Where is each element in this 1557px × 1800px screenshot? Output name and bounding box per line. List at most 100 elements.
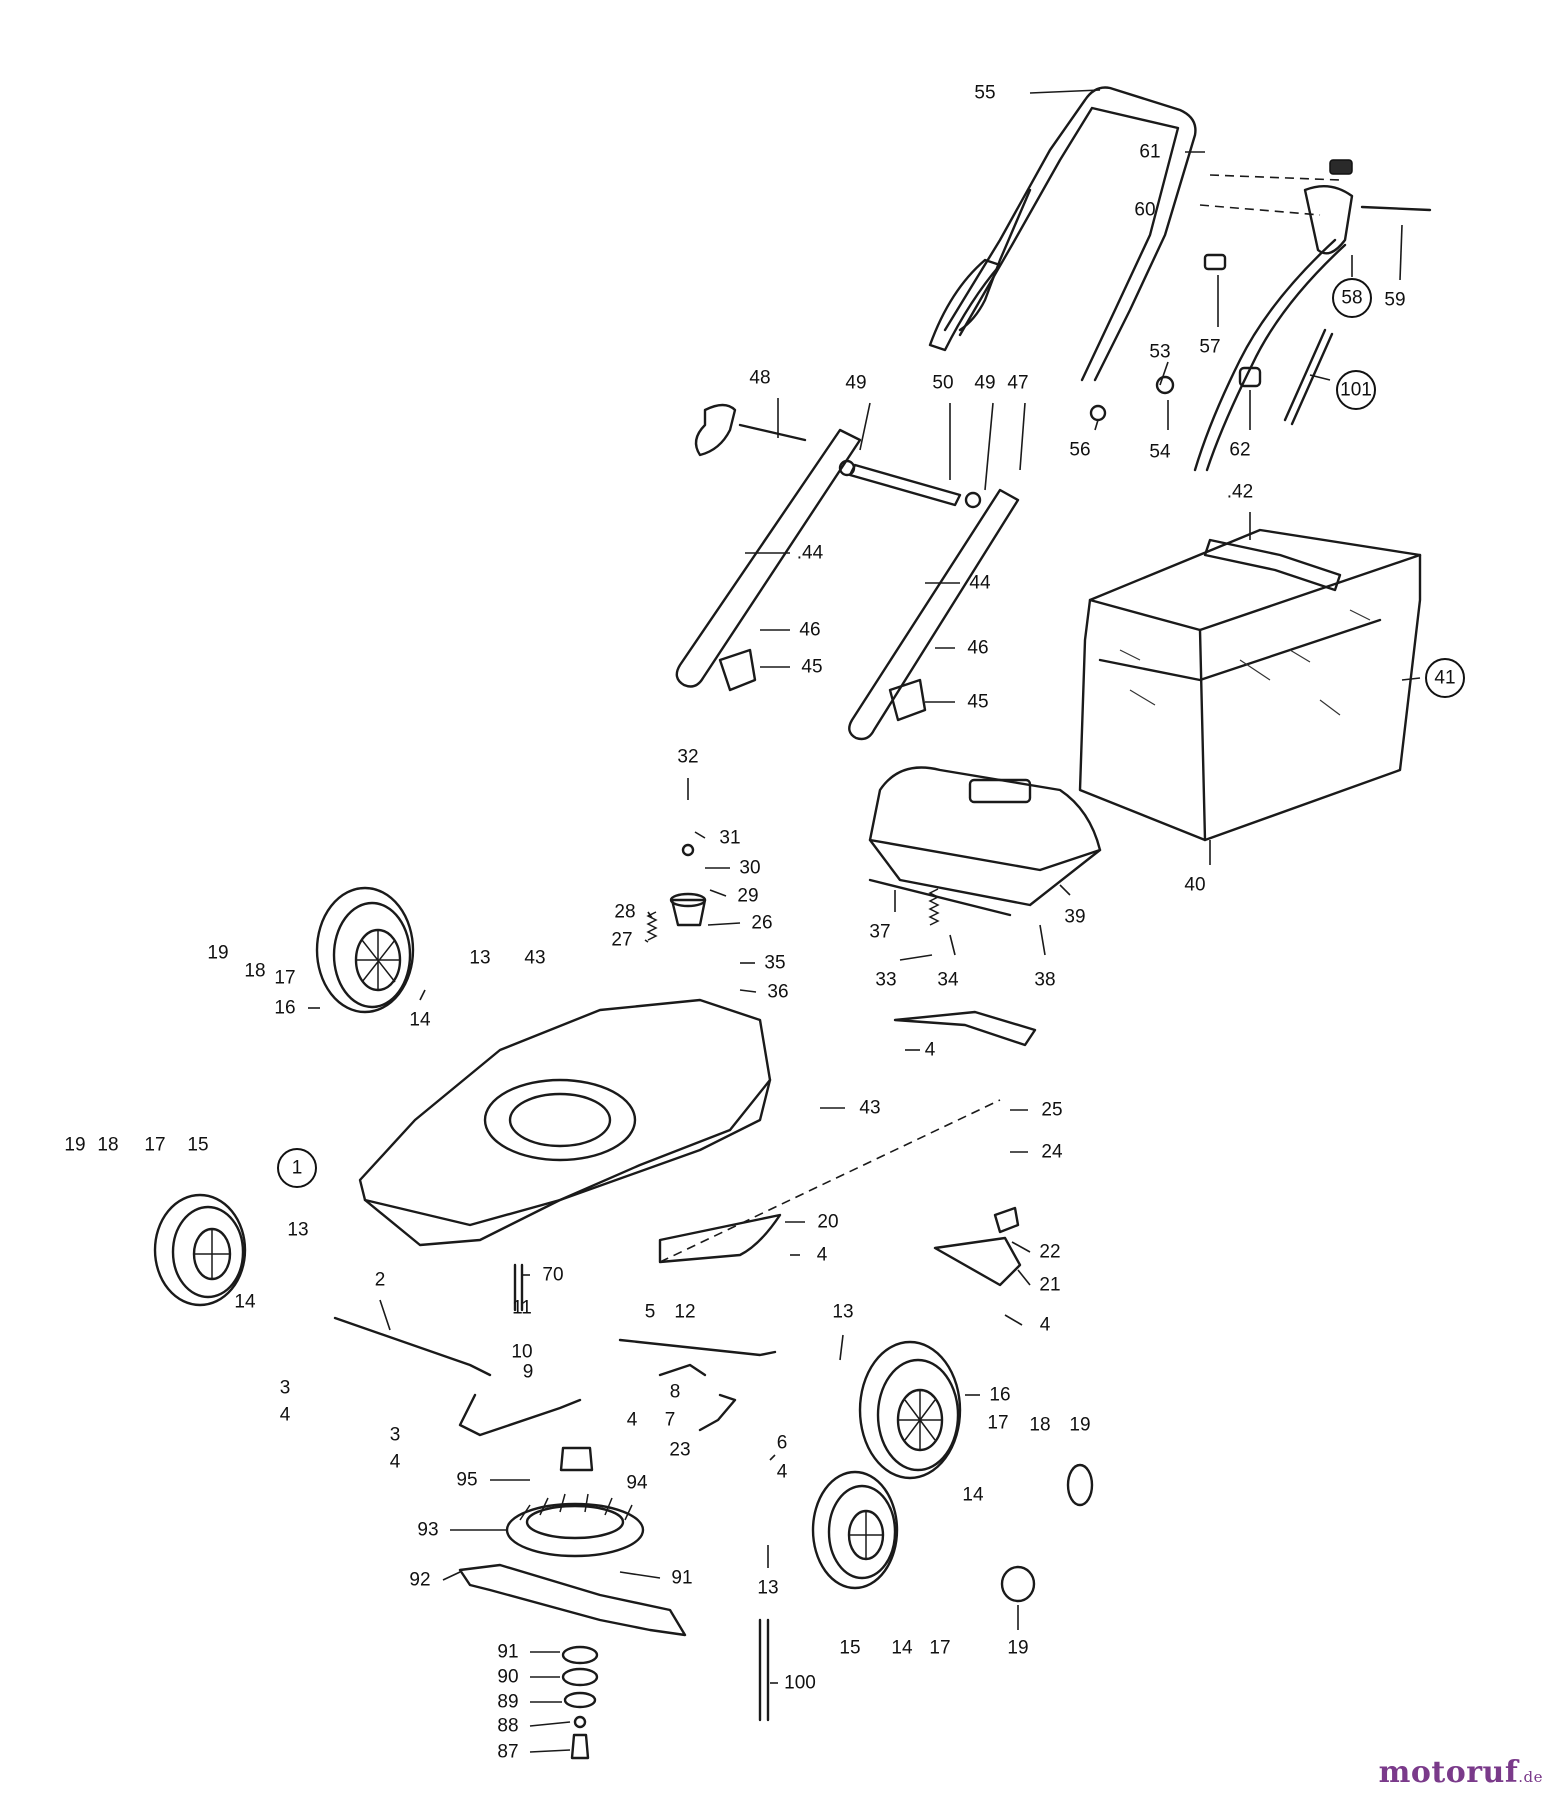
part-label-49: 49 <box>974 373 995 394</box>
part-label-8: 8 <box>670 1382 681 1403</box>
part-label-2: 2 <box>375 1270 386 1291</box>
part-label-41: 41 <box>1434 668 1455 689</box>
part-label-56: 56 <box>1069 440 1090 461</box>
part-label-61: 61 <box>1139 142 1160 163</box>
leader-line <box>1019 402 1026 471</box>
part-label-7: 7 <box>665 1410 676 1431</box>
part-label-23: 23 <box>669 1440 690 1461</box>
part-label-11: 11 <box>512 1298 532 1319</box>
part-label-32: 32 <box>677 747 698 768</box>
leader-line <box>1401 677 1421 681</box>
part-label-95: 95 <box>456 1470 477 1491</box>
part-label-1: 1 <box>292 1158 303 1179</box>
part-label-38: 38 <box>1034 970 1055 991</box>
part-label-58: 58 <box>1341 288 1362 309</box>
leader-line <box>859 402 871 451</box>
rear-wheel-upper <box>315 886 415 1014</box>
part-label-37: 37 <box>869 922 890 943</box>
part-label-14: 14 <box>234 1292 256 1313</box>
axle-rod-front <box>333 1316 492 1377</box>
part-label-42: .42 <box>1227 482 1253 503</box>
part-label-17: 17 <box>929 1638 950 1659</box>
part-label-54: 54 <box>1149 442 1171 463</box>
part-label-50: 50 <box>932 373 953 394</box>
part-label-93: 93 <box>417 1520 438 1541</box>
part-label-43: 43 <box>524 948 545 969</box>
part-label-60: 60 <box>1134 200 1155 221</box>
part-label-33: 33 <box>875 970 896 991</box>
leader-line <box>1011 1241 1031 1253</box>
part-label-14: 14 <box>962 1485 984 1506</box>
callout-circle <box>1332 278 1372 318</box>
plate-34 <box>893 1010 1037 1047</box>
part-label-46: 46 <box>967 638 988 659</box>
catcher-handle <box>1203 538 1342 592</box>
rear-wheel-lower <box>858 1340 962 1480</box>
mower-deck <box>358 998 772 1247</box>
leader-line <box>984 402 994 491</box>
leader-line <box>739 989 757 993</box>
rubber-mount <box>670 898 707 927</box>
part-label-62: 62 <box>1229 440 1250 461</box>
part-label-5: 5 <box>645 1302 656 1323</box>
part-label-15: 15 <box>187 1135 208 1156</box>
callout-circle <box>277 1148 317 1188</box>
rear-flap <box>868 766 1102 907</box>
leader-line <box>899 954 933 961</box>
leader-line <box>709 889 727 897</box>
part-label-18: 18 <box>244 961 265 982</box>
part-label-55: 55 <box>974 83 995 104</box>
part-label-19: 19 <box>207 943 228 964</box>
part-label-3: 3 <box>280 1378 291 1399</box>
part-label-29: 29 <box>737 886 758 907</box>
leader-line <box>949 934 956 956</box>
part-label-40: 40 <box>1184 875 1205 896</box>
part-label-9: 9 <box>523 1362 534 1383</box>
part-label-44: .44 <box>797 543 824 564</box>
part-label-10: 10 <box>511 1342 532 1363</box>
part-label-35: 35 <box>764 953 785 974</box>
leader-line <box>707 922 741 926</box>
part-label-39: 39 <box>1064 907 1085 928</box>
callout-circle <box>1425 658 1465 698</box>
part-label-34: 34 <box>937 970 959 991</box>
part-label-94: 94 <box>626 1473 648 1494</box>
height-lever <box>694 403 737 457</box>
part-label-88: 88 <box>497 1716 518 1737</box>
part-label-17: 17 <box>274 968 295 989</box>
part-label-24: 24 <box>1041 1142 1063 1163</box>
part-label-53: 53 <box>1149 342 1170 363</box>
part-label-19: 19 <box>64 1135 85 1156</box>
part-label-25: 25 <box>1041 1100 1062 1121</box>
part-label-31: 31 <box>719 828 740 849</box>
part-label-46: 46 <box>799 620 820 641</box>
part-label-14: 14 <box>409 1010 431 1031</box>
leader-line <box>1309 374 1331 381</box>
leader-line <box>1029 89 1101 94</box>
part-label-36: 36 <box>767 982 788 1003</box>
upper-handle <box>943 86 1197 382</box>
part-label-18: 18 <box>1029 1415 1050 1436</box>
part-label-91: 91 <box>497 1642 518 1663</box>
part-label-87: 87 <box>497 1742 518 1763</box>
part-label-20: 20 <box>817 1212 838 1233</box>
part-label-13: 13 <box>469 948 490 969</box>
lawnmower-drawing <box>153 86 1432 1760</box>
part-label-47: 47 <box>1007 373 1028 394</box>
part-label-91: 91 <box>671 1568 692 1589</box>
front-wheel-lower <box>811 1470 899 1590</box>
callout-circle <box>1336 370 1376 410</box>
part-label-4: 4 <box>627 1410 638 1431</box>
leader-line <box>529 1721 571 1727</box>
part-label-4: 4 <box>817 1245 828 1266</box>
part-label-70: 70 <box>542 1265 563 1286</box>
leader-line <box>769 1454 776 1461</box>
lower-handle-right <box>848 488 1020 741</box>
part-label-49: 49 <box>845 373 866 394</box>
part-label-28: 28 <box>614 902 635 923</box>
part-label-26: 26 <box>751 913 772 934</box>
leader-line <box>529 1749 571 1753</box>
part-label-17: 17 <box>987 1413 1008 1434</box>
